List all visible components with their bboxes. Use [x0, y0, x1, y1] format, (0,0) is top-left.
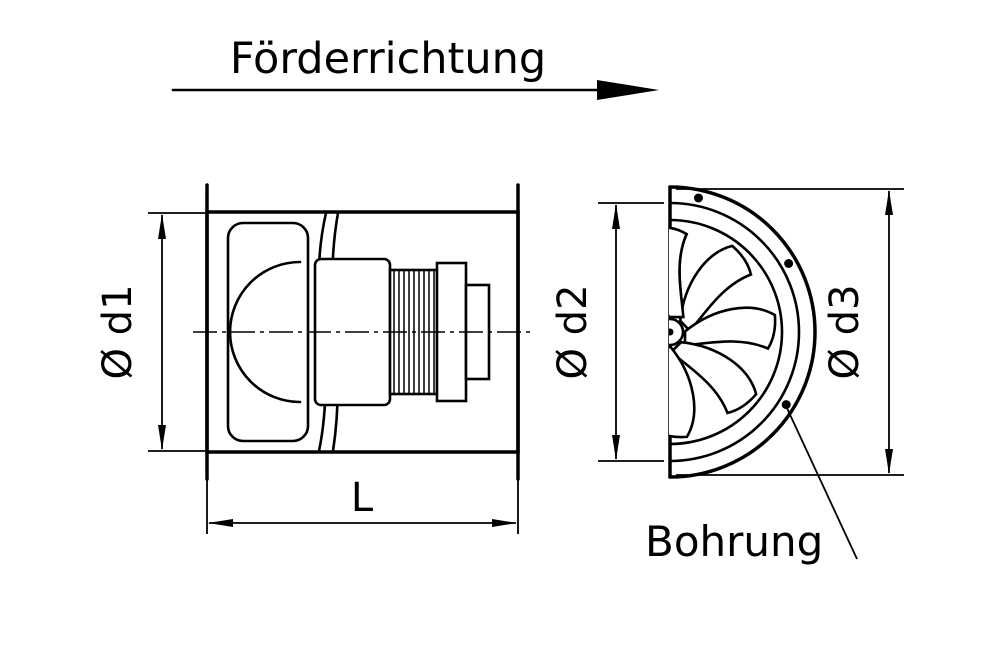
- dimension-length-label: L: [351, 475, 374, 521]
- arrowhead-icon: [158, 425, 166, 450]
- impeller-blade: [669, 340, 758, 415]
- arrowhead-icon: [612, 435, 620, 460]
- flow-direction: Förderrichtung: [171, 34, 659, 100]
- impeller: [583, 225, 777, 439]
- inner-flange-arc: [668, 201, 801, 463]
- flow-direction-label: Förderrichtung: [230, 34, 546, 84]
- outer-flange-arc: [668, 185, 817, 479]
- arrowhead-icon: [492, 519, 517, 527]
- dimension-d3-label: Ø d3: [822, 284, 868, 379]
- flow-direction-arrowhead-icon: [597, 80, 659, 100]
- front-view: Bohrung: [583, 185, 858, 566]
- impeller-blade: [669, 225, 689, 319]
- side-view: [193, 183, 532, 481]
- bore-label: Bohrung: [645, 517, 823, 566]
- arrowhead-icon: [208, 519, 233, 527]
- dimension-length: L: [206, 462, 519, 534]
- bolt-hole: [781, 400, 791, 410]
- dimension-d1-label: Ø d1: [95, 284, 141, 379]
- dimension-d2-label: Ø d2: [550, 284, 596, 379]
- bore-leader-line: [785, 405, 858, 560]
- impeller-blade: [583, 332, 679, 422]
- dimension-d3: Ø d3: [676, 188, 904, 476]
- impeller-blade: [683, 306, 777, 351]
- impeller-hub: [669, 317, 685, 347]
- arrowhead-icon: [885, 190, 893, 215]
- bolt-hole: [784, 259, 794, 268]
- dimension-d2: Ø d2: [550, 202, 664, 462]
- hub-center-point: [669, 328, 674, 336]
- arrowhead-icon: [612, 204, 620, 229]
- dimension-d1: Ø d1: [95, 212, 205, 452]
- impeller-blade: [678, 244, 753, 333]
- impeller-blade: [669, 345, 696, 439]
- housing-bore-arc: [668, 218, 784, 446]
- arrowhead-icon: [158, 214, 166, 239]
- motor-dome-arc: [228, 260, 302, 404]
- arrowhead-icon: [885, 449, 893, 474]
- bolt-hole: [694, 193, 703, 203]
